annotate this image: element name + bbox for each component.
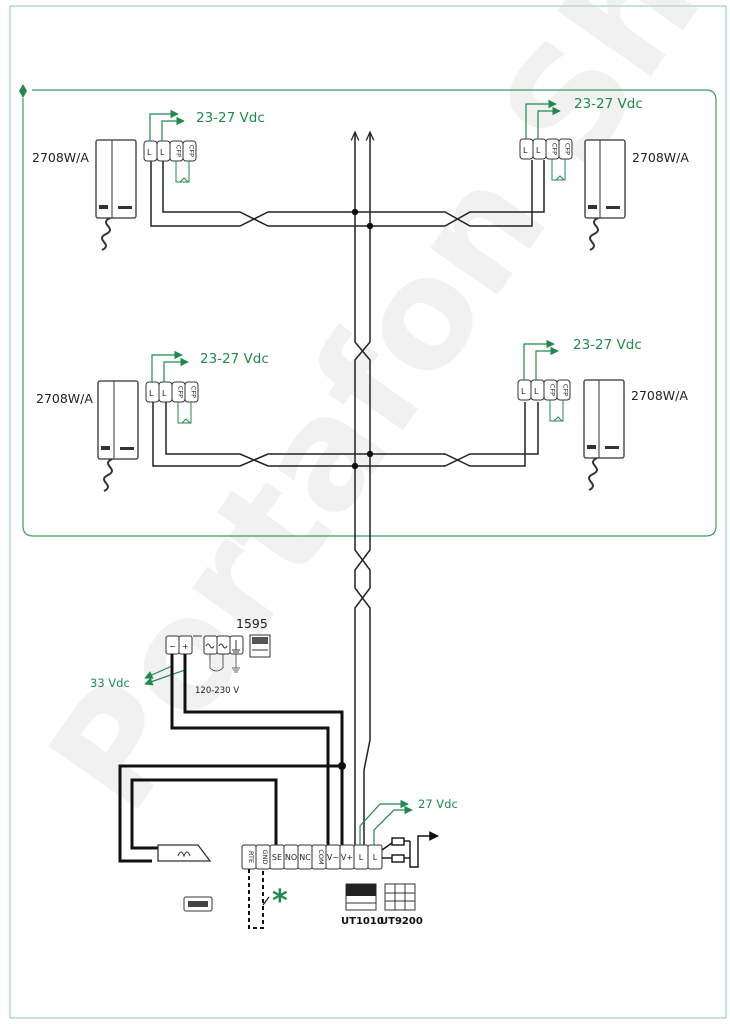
switch-icon bbox=[262, 896, 270, 906]
asterisk-note: * bbox=[272, 884, 288, 919]
terminal-block: L L CFP CFP bbox=[143, 140, 197, 162]
handset-icon bbox=[95, 139, 137, 251]
terminal-label: CFP bbox=[177, 386, 185, 398]
junction-dot bbox=[366, 450, 374, 458]
terminal-label: − bbox=[169, 642, 176, 651]
terminal-label: L bbox=[534, 387, 539, 396]
terminal-label: GND bbox=[261, 850, 269, 865]
camera-icon bbox=[183, 896, 213, 912]
terminal-label: CFP bbox=[549, 384, 557, 396]
terminal-block: L L CFP CFP bbox=[145, 381, 199, 403]
monitor-unit: 2708W/A L L CFP CFP 23-27 Vdc bbox=[36, 350, 269, 492]
terminal-label: L bbox=[523, 146, 528, 155]
terminal-label: SE bbox=[272, 853, 282, 862]
supply-voltage-label: 23-27 Vdc bbox=[573, 337, 642, 353]
supply-voltage-label: 23-27 Vdc bbox=[574, 96, 643, 112]
door-lock-icon bbox=[157, 844, 212, 862]
terminal-label: CFP bbox=[551, 143, 559, 155]
supply-arrows bbox=[149, 109, 185, 141]
extra-bus-wiring bbox=[381, 831, 439, 868]
terminal-label: RTE bbox=[247, 851, 255, 863]
monitor-unit: 2708W/A L L CFP CFP 23-27 Vdc bbox=[32, 109, 265, 251]
page-border bbox=[9, 5, 727, 1019]
terminal-label: L bbox=[536, 146, 541, 155]
supply-arrows bbox=[523, 339, 559, 380]
supply-voltage-label: 23-27 Vdc bbox=[196, 110, 265, 126]
monitor-model-label: 2708W/A bbox=[36, 391, 93, 406]
terminal-label: COM bbox=[317, 849, 325, 864]
terminal-label: L bbox=[373, 853, 378, 862]
terminal-label: L bbox=[162, 389, 167, 398]
door-unit-terminal-block: RTE GND SE NO NC COM V− V+ L L bbox=[241, 844, 383, 870]
terminal-block: L L CFP CFP bbox=[517, 379, 571, 401]
riser-bus bbox=[354, 135, 371, 845]
power-supply-icon bbox=[249, 634, 271, 658]
terminal-label: L bbox=[359, 853, 364, 862]
module-label: UT1010 bbox=[341, 916, 384, 927]
door-unit-voltage-label: 27 Vdc bbox=[418, 797, 458, 811]
handset-icon bbox=[584, 139, 626, 251]
supply-voltage-label: 23-27 Vdc bbox=[200, 351, 269, 367]
terminal-label: V+ bbox=[341, 853, 353, 862]
keypad-module-icon bbox=[384, 883, 416, 911]
terminal-label: CFP bbox=[562, 384, 570, 396]
monitor-model-label: 2708W/A bbox=[631, 388, 688, 403]
terminal-label: CFP bbox=[564, 143, 572, 155]
junction-dot bbox=[351, 208, 359, 216]
handset-icon bbox=[97, 380, 139, 492]
monitor-model-label: 2708W/A bbox=[632, 150, 689, 165]
output-voltage-label: 33 Vdc bbox=[90, 676, 130, 690]
terminal-label: NO bbox=[285, 853, 297, 862]
supply-wiring bbox=[118, 654, 344, 863]
apartment-frame bbox=[22, 89, 717, 537]
terminal-label: L bbox=[160, 148, 165, 157]
terminal-label: L bbox=[521, 387, 526, 396]
monitor-unit: L L CFP CFP 23-27 Vdc 2708W/A bbox=[517, 337, 688, 491]
module-icon bbox=[345, 883, 377, 911]
diamond-icon bbox=[19, 84, 27, 98]
terminal-label: CFP bbox=[190, 386, 198, 398]
mains-wires bbox=[209, 654, 240, 673]
monitor-unit: L L CFP CFP 23-27 Vdc 2708W/A bbox=[519, 96, 689, 251]
rte-optional-wiring bbox=[248, 869, 264, 929]
terminal-label: CFP bbox=[188, 145, 196, 157]
power-supply-model: 1595 bbox=[236, 616, 268, 631]
terminal-label: NC bbox=[299, 853, 311, 862]
supply-arrows bbox=[151, 350, 189, 382]
door-unit-supply-arrows bbox=[359, 799, 413, 845]
handset-icon bbox=[583, 379, 625, 491]
junction-dot bbox=[338, 762, 346, 770]
terminal-label: L bbox=[149, 389, 154, 398]
terminal-block: L L CFP CFP bbox=[519, 138, 573, 160]
terminal-label: CFP bbox=[175, 145, 183, 157]
module-label: UT9200 bbox=[380, 916, 423, 927]
supply-arrows bbox=[525, 99, 561, 139]
junction-dot bbox=[366, 222, 374, 230]
monitor-model-label: 2708W/A bbox=[32, 150, 89, 165]
terminal-label: V− bbox=[327, 853, 339, 862]
mains-voltage-label: 120-230 V bbox=[195, 686, 239, 696]
junction-dot bbox=[351, 462, 359, 470]
terminal-label: L bbox=[147, 148, 152, 157]
power-supply: 1595 − + 120-230 V 33 Vdc bbox=[90, 616, 271, 696]
terminal-label: + bbox=[182, 642, 189, 651]
